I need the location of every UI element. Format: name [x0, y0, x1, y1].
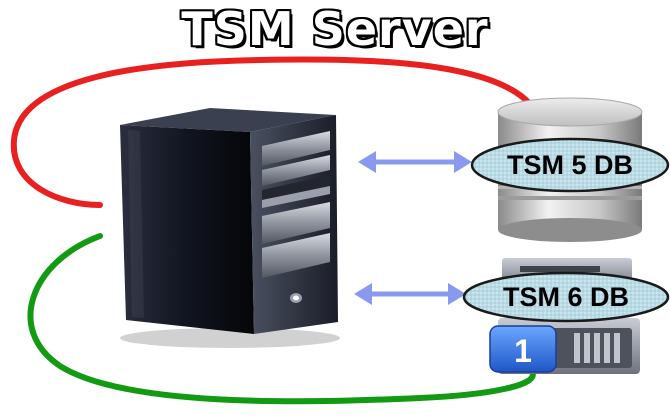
tsm5-connection-loop: [10, 56, 533, 208]
tsm6-db-label: TSM 6 DB: [502, 282, 629, 312]
badge-number: 1: [514, 333, 532, 369]
tsm6-label-ellipse: [462, 271, 670, 323]
tsm5-bidirectional-arrow-icon: [358, 151, 472, 173]
tsm6-bidirectional-arrow-icon: [354, 283, 466, 305]
tsm5-db-label: TSM 5 DB: [506, 150, 633, 180]
server-tower-icon: [120, 108, 340, 348]
tsm6-connection-loop: [27, 233, 536, 405]
diagram-title: TSM Server: [181, 2, 489, 56]
number-badge-icon: [489, 325, 557, 373]
tsm5-label-ellipse: [470, 137, 670, 193]
